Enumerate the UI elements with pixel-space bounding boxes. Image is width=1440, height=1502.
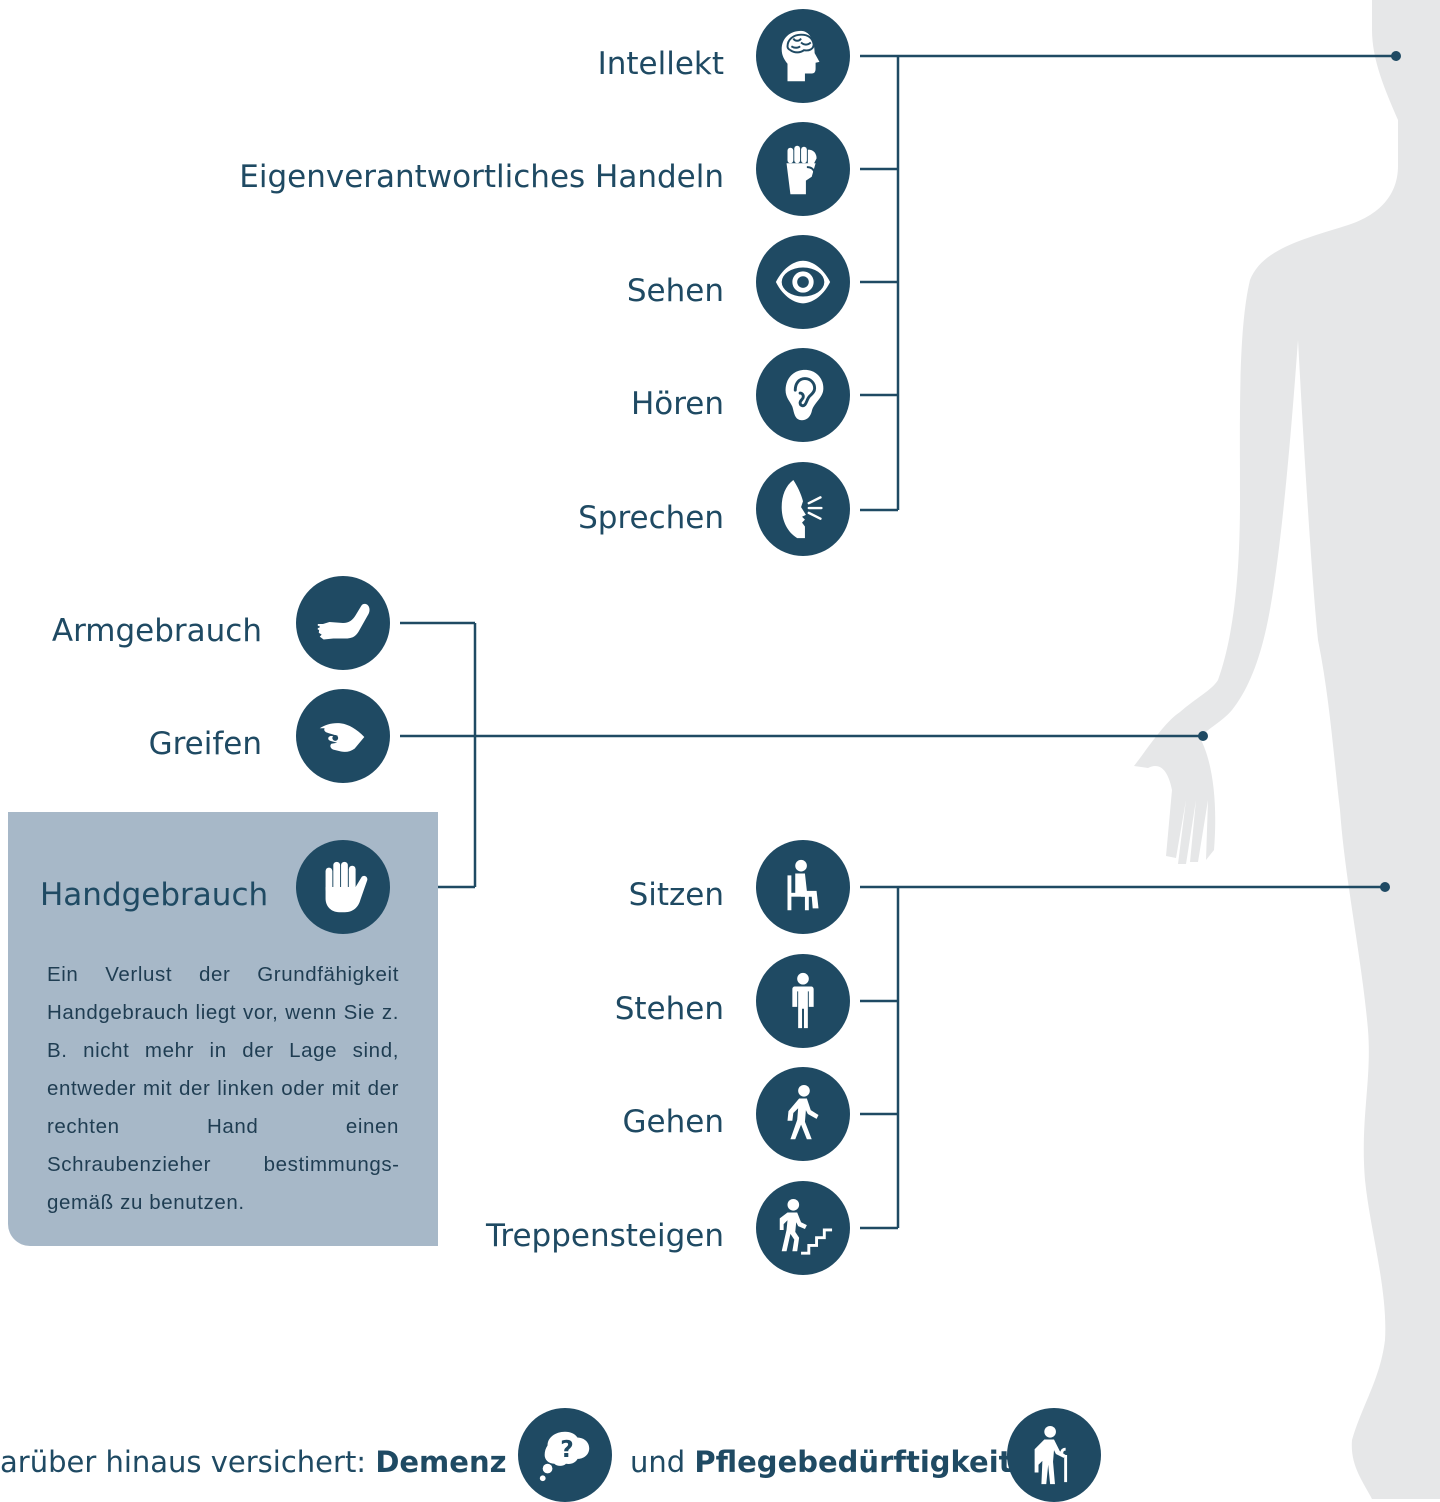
eye-icon	[756, 235, 850, 329]
label-gehen: Gehen	[622, 1104, 724, 1140]
raised-fist-icon	[756, 122, 850, 216]
svg-text:?: ?	[560, 1436, 574, 1463]
legs-connector-dot	[1380, 882, 1390, 892]
thought-bubble-question-icon: ?	[518, 1408, 612, 1502]
footer-pflegebeduerftigkeit: Pflegebedürftigkeit	[694, 1445, 1013, 1479]
ear-icon	[756, 348, 850, 442]
footer-demenz: Demenz	[375, 1445, 507, 1479]
stairs-person-icon	[756, 1181, 850, 1275]
label-sprechen: Sprechen	[578, 500, 724, 536]
bent-arm-icon	[296, 576, 390, 670]
footer-text-2: und Pflegebedürftigkeit	[630, 1442, 1013, 1482]
label-greifen: Greifen	[148, 726, 262, 762]
footer-prefix: arüber hinaus versichert:	[0, 1445, 376, 1479]
walking-person-icon	[756, 1067, 850, 1161]
elderly-person-cane-icon	[1007, 1408, 1101, 1502]
open-hand-icon	[296, 840, 390, 934]
label-handgebrauch: Handgebrauch	[40, 877, 269, 913]
hand-connector-dot	[1198, 731, 1208, 741]
handgebrauch-info-text: Ein Verlust der Grundfähigkeit Handgebra…	[47, 963, 399, 1214]
standing-person-icon	[756, 954, 850, 1048]
label-sitzen: Sitzen	[628, 877, 724, 913]
label-hoeren: Hören	[630, 386, 724, 422]
label-eigenverantwortliches-handeln: Eigenverantwortliches Handeln	[239, 159, 724, 195]
footer-middle: und	[630, 1445, 695, 1479]
sitting-person-icon	[756, 840, 850, 934]
grasping-hand-icon	[296, 689, 390, 783]
label-intellekt: Intellekt	[597, 46, 724, 82]
footer-text: arüber hinaus versichert: Demenz	[0, 1442, 506, 1482]
label-armgebrauch: Armgebrauch	[51, 613, 262, 649]
speaking-face-icon	[756, 462, 850, 556]
label-stehen: Stehen	[614, 991, 724, 1027]
label-treppensteigen: Treppensteigen	[486, 1218, 724, 1254]
head-connector-dot	[1391, 51, 1401, 61]
label-sehen: Sehen	[626, 273, 724, 309]
brain-head-icon	[756, 9, 850, 103]
